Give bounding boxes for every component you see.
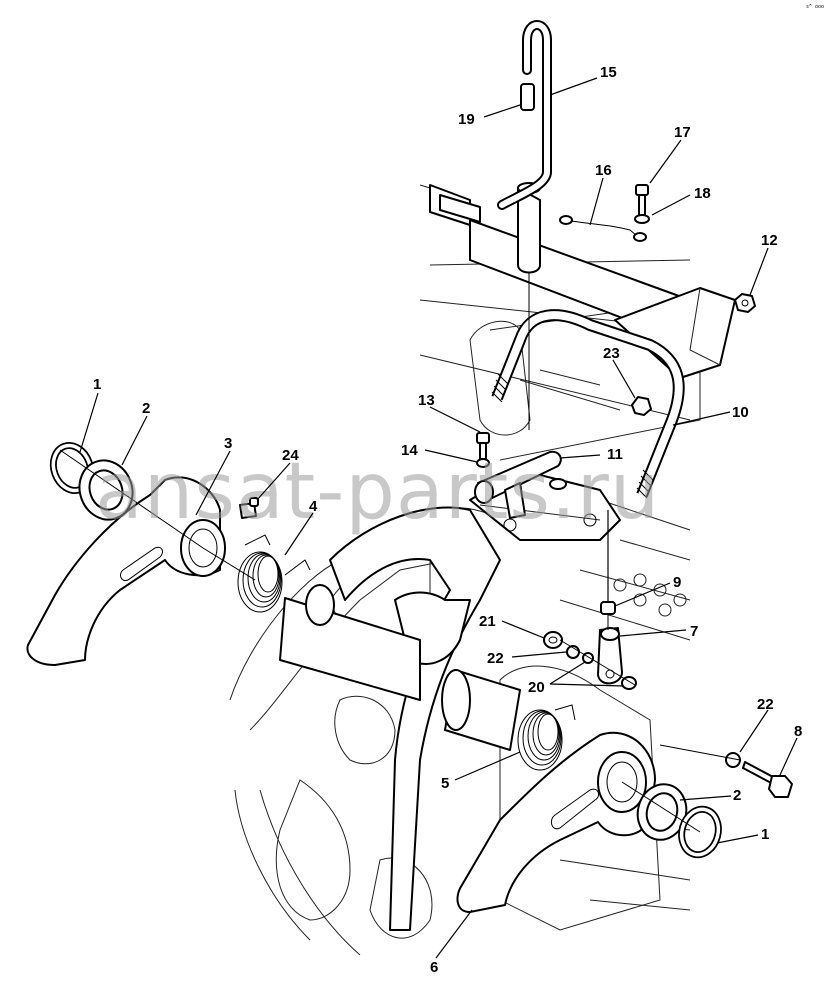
part-3-arm-left [26,476,226,666]
part-21-spacer [543,631,563,649]
part-11-pin [474,450,567,519]
callout-1-left: 1 [93,376,101,393]
part-15-handle [497,20,552,274]
callout-5: 5 [441,775,449,792]
callout-1-right: 1 [761,826,769,843]
callout-2-left: 2 [142,400,150,417]
part-14-washer [476,458,490,468]
corner-code: s^ ooo [806,4,824,10]
part-12-nut [734,293,756,313]
callout-15: 15 [600,64,617,81]
callout-24: 24 [282,447,299,464]
assembly-lines [59,272,741,833]
callout-8: 8 [794,723,802,740]
callout-23: 23 [603,345,620,362]
watermark-text: ansat-parts.ru [95,447,660,537]
callout-20: 20 [528,679,545,696]
callout-17: 17 [674,124,691,141]
callout-7: 7 [690,623,698,640]
callout-3: 3 [224,435,232,452]
part-24-grease-fitting [239,497,259,519]
leader-lines [79,77,798,959]
callout-18: 18 [694,185,711,202]
callout-22-upper: 22 [487,650,504,667]
machine-frame [229,184,701,956]
part-10-u-bolt [491,309,685,499]
part-17-bolt [635,184,649,216]
callout-11: 11 [607,446,623,463]
part-23-nut [631,396,652,416]
callout-2-right: 2 [733,787,741,804]
callout-labels: 1 2 3 24 4 19 15 16 17 18 12 23 13 10 14… [93,64,802,976]
part-22-washer-upper [566,645,580,659]
callout-22-lower: 22 [757,696,774,713]
cross-shaft [279,584,521,751]
callout-12: 12 [761,232,778,249]
callout-21: 21 [479,613,496,630]
part-4-spring-left [237,534,311,613]
callout-14: 14 [401,442,418,459]
part-18-washer [634,214,650,224]
callout-10: 10 [732,404,749,421]
callout-6: 6 [430,959,438,976]
part-7-clevis [597,627,623,685]
part-8-bolt [742,761,793,798]
callout-9: 9 [673,574,681,591]
part-13-bolt [476,432,490,460]
callout-19: 19 [458,111,475,128]
part-1-snap-ring-right [678,805,722,859]
callout-16: 16 [595,162,612,179]
callout-4: 4 [309,498,318,515]
part-2-washer-left [78,459,134,521]
part-19-sleeve [520,83,535,111]
callout-13: 13 [418,392,435,409]
part-5-spring-right [517,704,576,771]
part-16-cable [559,215,647,242]
part-20-clip-b [621,676,637,690]
